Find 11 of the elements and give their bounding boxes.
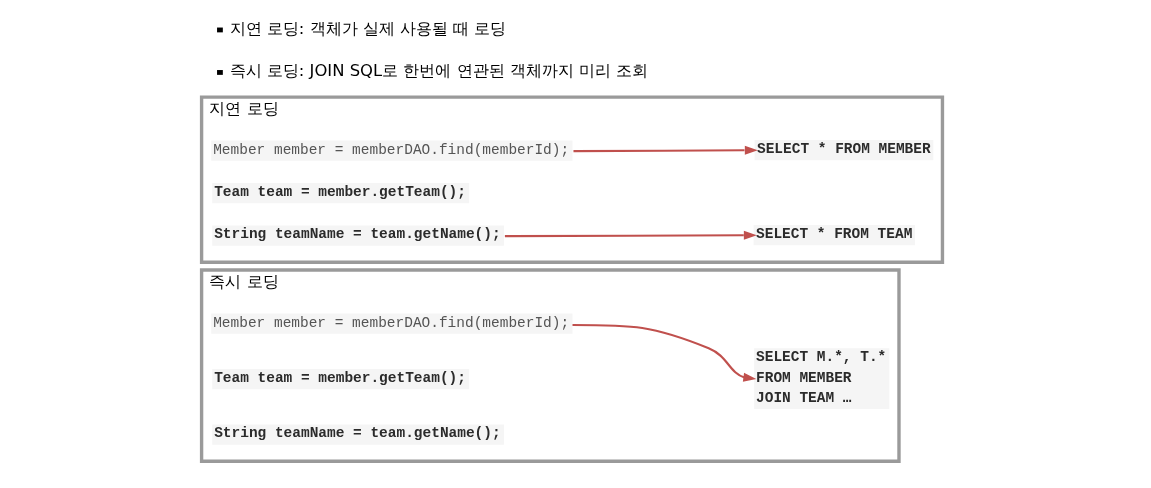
arrow xyxy=(504,230,757,240)
arrow xyxy=(572,323,757,382)
arrow xyxy=(573,145,758,155)
node-box: SELECT M.*, T.* FROM MEMBER JOIN TEAM … xyxy=(754,348,890,410)
node-box: SELECT * FROM MEMBER xyxy=(754,140,934,161)
node-box: String teamName = team.getName(); xyxy=(212,225,504,246)
node-box: Member member = memberDAO.find(memberId); xyxy=(211,313,573,334)
label: 즉시 로딩: JOIN SQL로 한번에 연관된 객체까지 미리 조회 xyxy=(229,61,649,81)
node-box: Member member = memberDAO.find(memberId); xyxy=(211,140,573,161)
label: 지연 로딩: 객체가 실제 사용될 때 로딩 xyxy=(229,18,507,38)
node-box: SELECT * FROM TEAM xyxy=(753,225,915,246)
